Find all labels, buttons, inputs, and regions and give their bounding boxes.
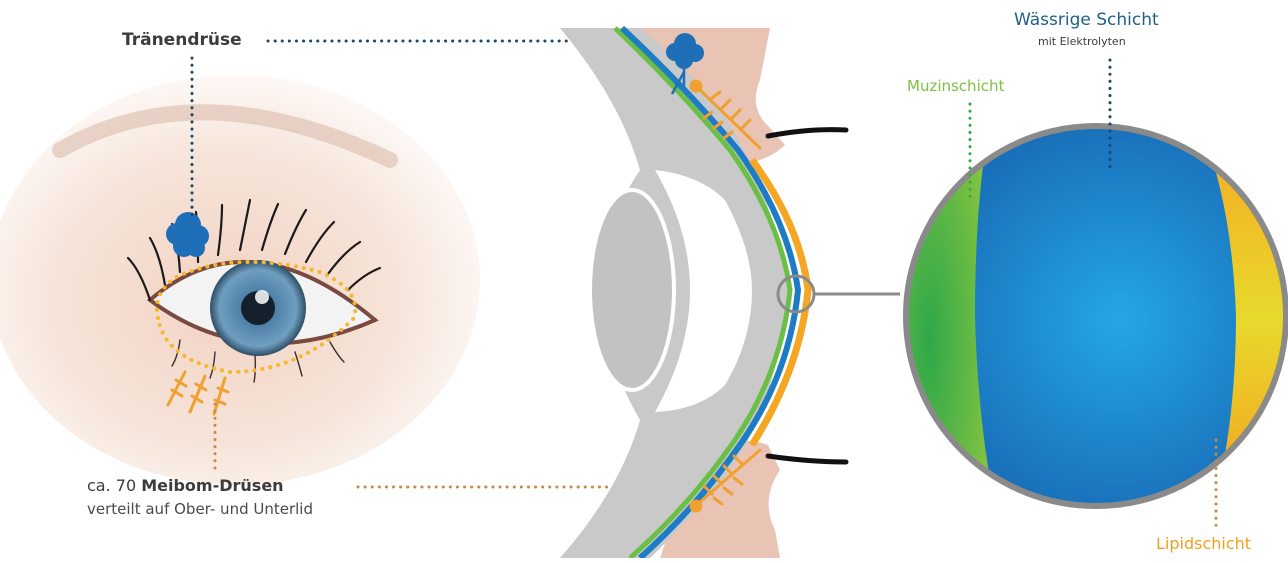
label-waessrige-sub: mit Elektrolyten xyxy=(1038,35,1126,48)
label-meibom-prefix: ca. 70 xyxy=(87,476,141,495)
label-meibom-bold: Meibom-Drüsen xyxy=(141,476,283,495)
eye-highlight xyxy=(255,290,269,304)
upper-eyelash xyxy=(768,130,846,136)
label-lipidschicht: Lipidschicht xyxy=(1156,534,1251,553)
label-waessrige-schicht: Wässrige Schicht xyxy=(1014,10,1159,30)
label-meibom-sub: verteilt auf Ober- und Unterlid xyxy=(87,500,313,518)
lens xyxy=(590,190,674,390)
eye-cross-section xyxy=(560,28,900,558)
label-traenendruese: Tränendrüse xyxy=(122,30,242,50)
label-muzinschicht: Muzinschicht xyxy=(907,77,1004,95)
lower-eyelash xyxy=(768,456,846,462)
magnified-tear-film xyxy=(900,120,1288,520)
eye-illustration xyxy=(0,75,480,485)
label-meibom: ca. 70 Meibom-Drüsen xyxy=(87,476,284,495)
